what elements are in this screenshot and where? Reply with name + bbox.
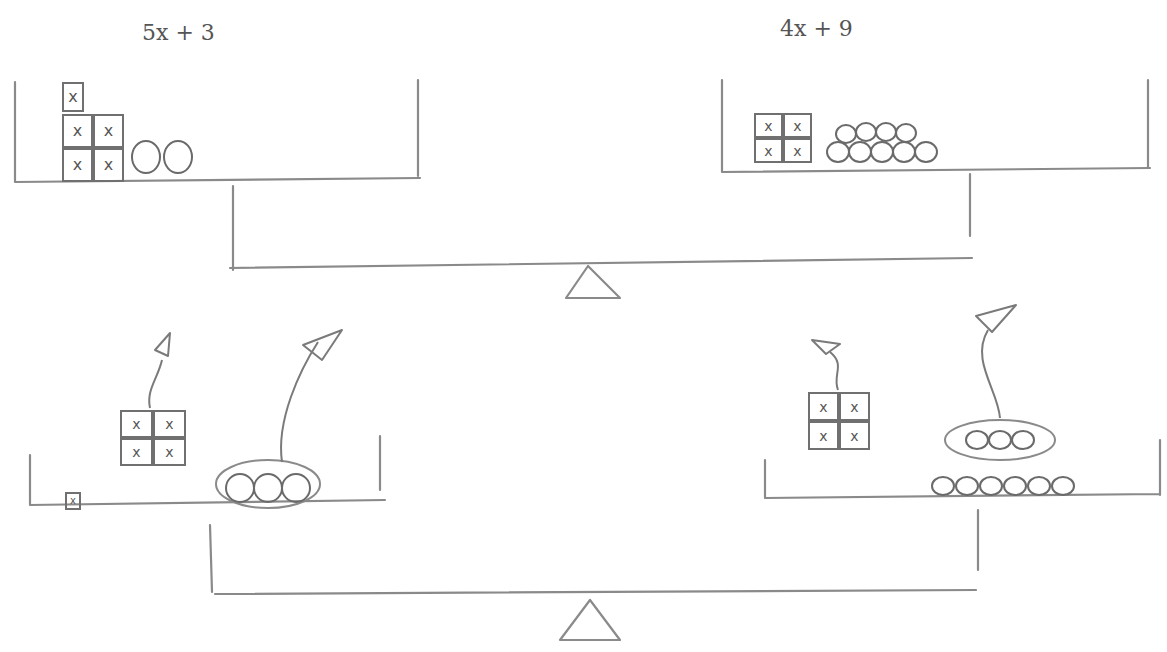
unit-circle	[980, 477, 1002, 495]
x-tile: x	[120, 438, 153, 466]
unit-circle	[226, 474, 254, 502]
unit-circle	[1052, 477, 1074, 495]
unit-circle	[282, 474, 310, 502]
unit-circle	[989, 431, 1011, 449]
unit-circles	[132, 123, 1074, 508]
unit-circle	[254, 474, 282, 502]
unit-circle	[915, 142, 937, 162]
variable-label: x	[132, 417, 140, 431]
x-tile: x	[93, 114, 124, 148]
x-tile: x	[93, 148, 124, 182]
variable-label: x	[104, 157, 113, 173]
variable-label: x	[165, 417, 173, 431]
unit-circle	[893, 142, 915, 162]
leader-line	[982, 330, 1000, 418]
x-tile: x	[783, 138, 812, 163]
leader-line	[830, 352, 838, 390]
arrow-head	[976, 305, 1016, 332]
variable-label: x	[850, 429, 858, 443]
x-tile: x	[62, 82, 84, 112]
removal-arrows	[149, 305, 1016, 462]
unit-circle	[876, 123, 896, 141]
variable-label: x	[70, 496, 76, 506]
x-tile: x	[808, 392, 839, 421]
unit-circle	[836, 125, 856, 143]
unit-circle	[1028, 477, 1050, 495]
unit-circle	[1012, 431, 1034, 449]
pencil-lines	[15, 80, 1160, 640]
unit-circle	[1004, 477, 1026, 495]
unit-circle	[966, 431, 988, 449]
expression-label: 4x + 9	[780, 16, 853, 41]
x-tile: x	[783, 113, 812, 138]
unit-circle	[849, 142, 871, 162]
x-tile: x	[153, 410, 186, 438]
x-tile: x	[839, 392, 870, 421]
removal-loop	[216, 460, 320, 508]
arrow-head	[812, 340, 840, 354]
variable-label: x	[68, 89, 77, 105]
variable-label: x	[104, 123, 113, 139]
variable-label: x	[793, 119, 801, 133]
variable-label: x	[819, 429, 827, 443]
variable-label: x	[73, 157, 82, 173]
leader-line	[281, 342, 318, 462]
x-tile: x	[62, 148, 93, 182]
x-tile: x	[839, 421, 870, 450]
fulcrum	[566, 266, 620, 298]
left-pan	[15, 80, 420, 182]
expression-label: 5x + 3	[142, 20, 215, 45]
variable-label: x	[132, 445, 140, 459]
arrow-head	[155, 333, 170, 356]
x-tile: x	[754, 113, 783, 138]
variable-label: x	[819, 400, 827, 414]
x-tile: x	[153, 438, 186, 466]
arrow-head	[303, 330, 342, 360]
right-pan	[722, 80, 1150, 172]
unit-circle	[932, 477, 954, 495]
unit-circle	[856, 123, 876, 141]
unit-circle	[132, 141, 160, 173]
variable-label: x	[764, 144, 772, 158]
x-tile: x	[808, 421, 839, 450]
unit-circle	[871, 142, 893, 162]
unit-circle	[827, 142, 849, 162]
variable-label: x	[73, 123, 82, 139]
unit-circle	[164, 141, 192, 173]
left-pan	[30, 436, 385, 505]
beam	[230, 174, 972, 270]
leader-line	[149, 360, 162, 408]
x-tile: x	[65, 492, 81, 510]
x-tile: x	[754, 138, 783, 163]
removal-loop	[945, 420, 1055, 460]
beam	[210, 510, 978, 594]
variable-label: x	[165, 445, 173, 459]
unit-circle	[956, 477, 978, 495]
fulcrum	[560, 600, 620, 640]
x-tile: x	[62, 114, 93, 148]
unit-circle	[896, 124, 916, 142]
variable-label: x	[764, 119, 772, 133]
variable-label: x	[793, 144, 801, 158]
x-tile: x	[120, 410, 153, 438]
variable-label: x	[850, 400, 858, 414]
